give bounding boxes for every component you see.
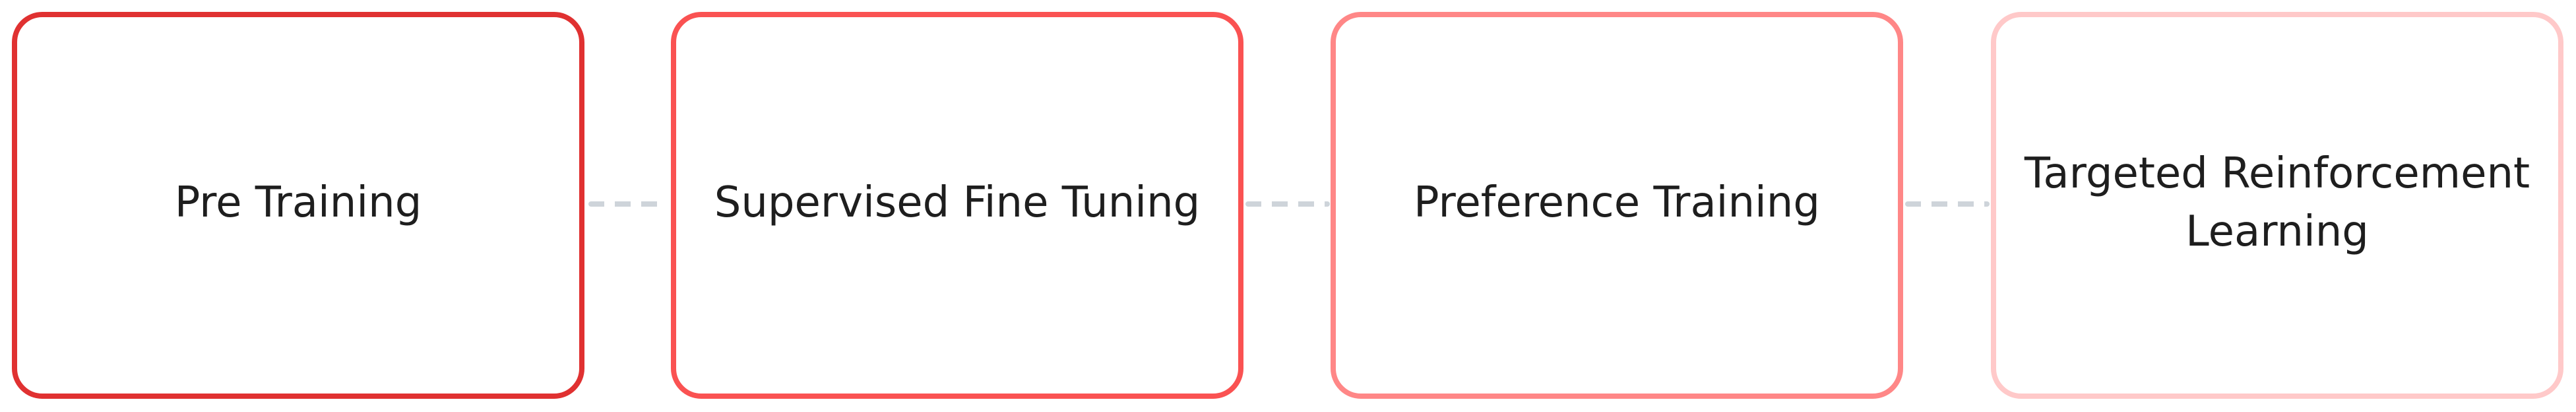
dashed-connector-3-4 [1905,201,1990,207]
dashed-connector-1-2 [588,201,668,207]
stage-label: Supervised Fine Tuning [714,178,1201,227]
stage-supervised-fine-tuning: Supervised Fine Tuning [671,12,1243,399]
stage-preference-training: Preference Training [1331,12,1903,399]
stage-label: Targeted Reinforcement Learning [2024,149,2530,256]
dashed-connector-2-3 [1245,201,1330,207]
stage-pre-training: Pre Training [12,12,584,399]
stage-targeted-reinforcement-learning: Targeted Reinforcement Learning [1991,12,2563,399]
stage-label: Preference Training [1414,178,1820,227]
stage-label: Pre Training [174,178,422,227]
